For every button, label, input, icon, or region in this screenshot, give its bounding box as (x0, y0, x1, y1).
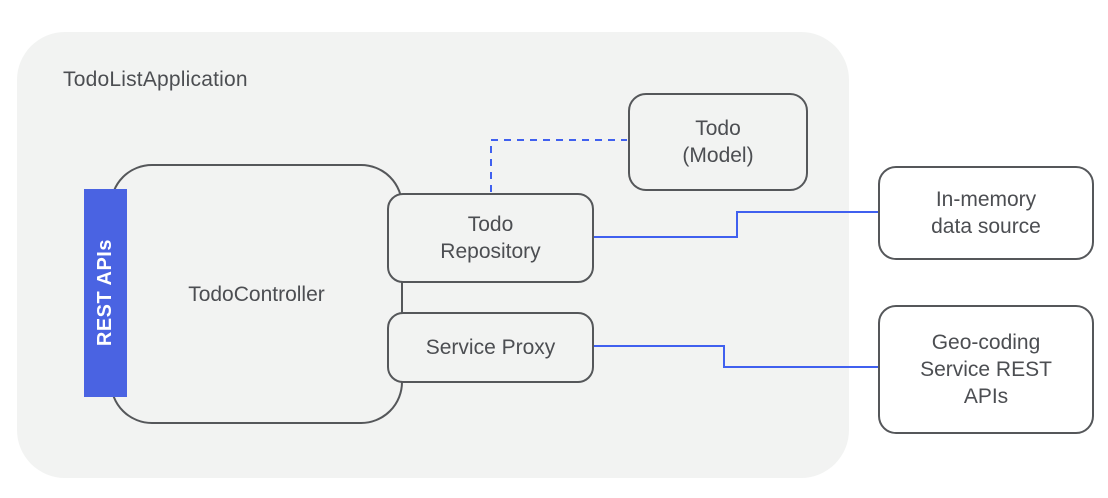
node-geocoding-service: Geo-coding Service REST APIs (878, 305, 1094, 434)
node-todocontroller: TodoController (110, 164, 403, 424)
node-todo-model-label: Todo (Model) (682, 117, 754, 167)
node-todo-repository-label: Todo Repository (440, 213, 541, 263)
container-title: TodoListApplication (63, 68, 248, 91)
rest-apis-label: REST APIs (94, 239, 116, 347)
node-service-proxy: Service Proxy (387, 312, 594, 383)
rest-apis-badge: REST APIs (84, 189, 127, 397)
node-todo-repository: Todo Repository (387, 193, 594, 283)
node-in-memory-data-source: In-memory data source (878, 166, 1094, 260)
node-geocoding-label: Geo-coding Service REST APIs (920, 331, 1052, 408)
node-in-memory-label: In-memory data source (931, 188, 1041, 238)
node-todo-model: Todo (Model) (628, 93, 808, 191)
node-todocontroller-label: TodoController (188, 282, 325, 306)
node-service-proxy-label: Service Proxy (425, 336, 556, 359)
